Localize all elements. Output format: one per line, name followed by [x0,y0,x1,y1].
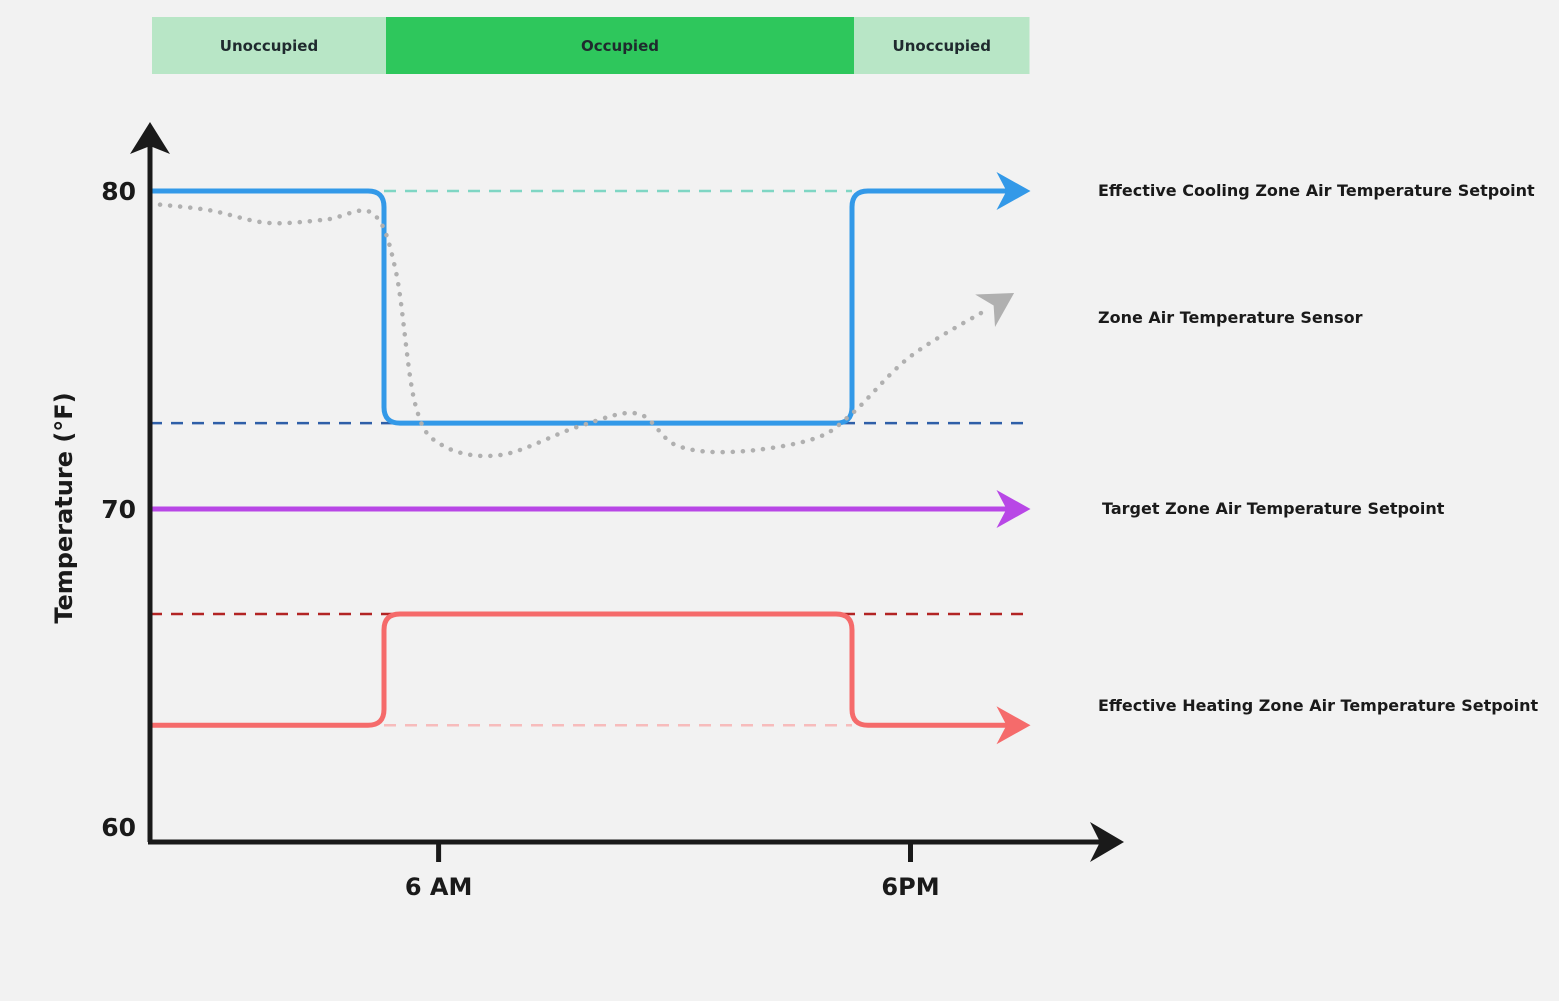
series-arrowhead-cooling [996,172,1031,210]
y-tick-labels: 80 70 60 [101,177,136,842]
axes [130,122,1124,862]
x-tick-label: 6 AM [405,873,473,901]
x-tick-label: 6PM [881,873,939,901]
series-group [147,172,1031,745]
y-tick-label: 60 [101,813,136,842]
series-arrowhead-sensor [975,293,1015,327]
y-tick-label: 70 [101,495,136,524]
series-line-cooling [150,188,1020,426]
occupancy-band-unoccupied [152,17,386,74]
occupancy-band-label: Unoccupied [220,37,318,55]
series-arrowhead-heating [996,706,1031,745]
series-label-heating: Effective Heating Zone Air Temperature S… [1098,696,1539,715]
series-line-heating [150,611,1020,728]
occupancy-band-label: Occupied [581,37,659,55]
series-line-sensor [147,201,991,459]
occupancy-band-label: Unoccupied [893,37,991,55]
occupancy-band-occupied [386,17,854,74]
occupancy-bands: Unoccupied Occupied Unoccupied [152,17,1030,74]
reference-lines [150,189,1028,727]
y-axis-arrowhead [130,122,170,154]
series-label-cooling: Effective Cooling Zone Air Temperature S… [1098,181,1535,200]
series-labels: Effective Cooling Zone Air Temperature S… [1098,181,1539,715]
x-axis-arrowhead [1090,822,1124,862]
occupancy-band-unoccupied [854,17,1030,74]
x-ticks: 6 AM 6PM [405,842,940,901]
series-arrowhead-target [996,490,1031,528]
series-label-target: Target Zone Air Temperature Setpoint [1102,499,1445,518]
y-axis-label: Temperature (°F) [50,392,78,623]
series-label-sensor: Zone Air Temperature Sensor [1098,308,1363,327]
y-tick-label: 80 [101,177,136,206]
